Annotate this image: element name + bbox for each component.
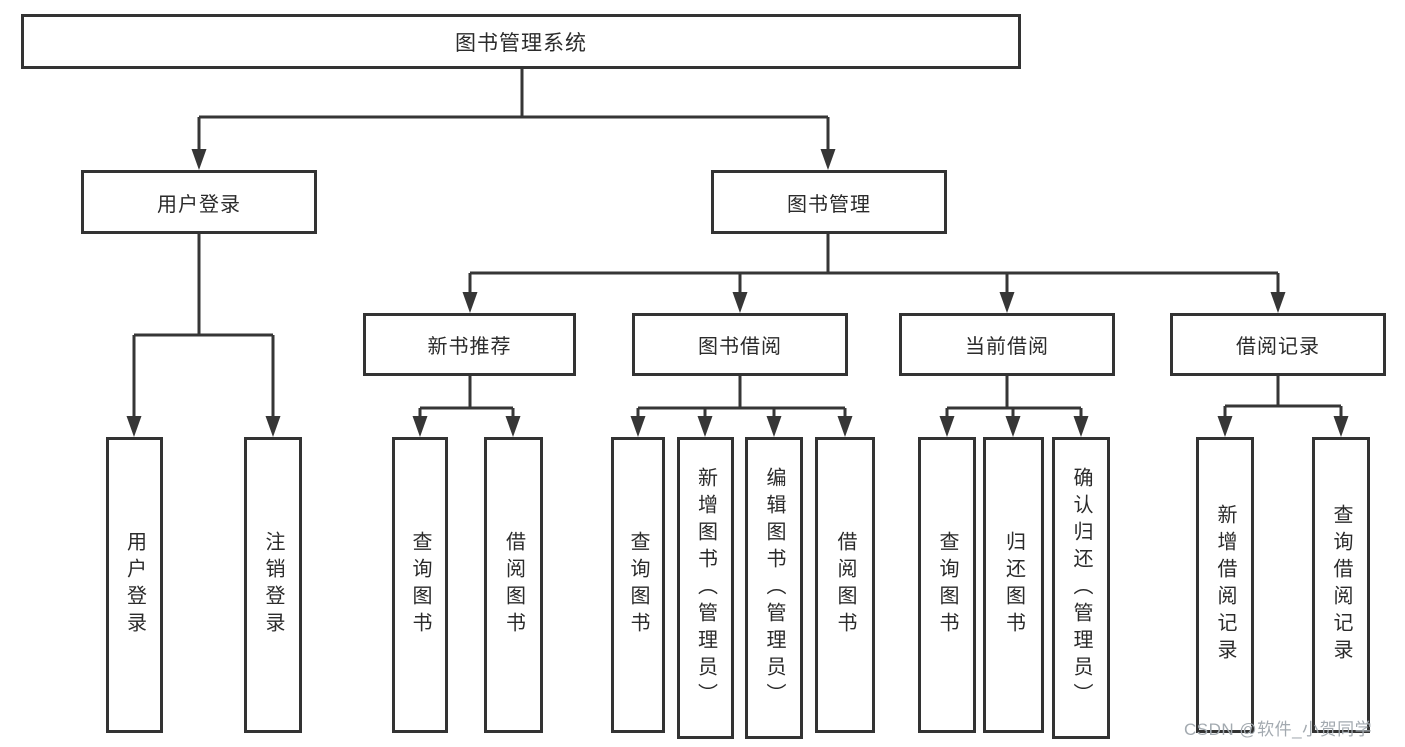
arrowhead-icon xyxy=(939,416,955,437)
connector-userlogin-to-leaves xyxy=(126,234,281,437)
arrowhead-icon xyxy=(505,416,521,437)
leaf-add-books-admin: 新增图书（管理员） xyxy=(677,437,734,739)
node-current-borrow: 当前借阅 xyxy=(899,313,1115,376)
arrowhead-icon xyxy=(191,149,207,170)
node-root-system: 图书管理系统 xyxy=(21,14,1021,69)
arrowhead-icon xyxy=(1005,416,1021,437)
arrowhead-icon xyxy=(837,416,853,437)
node-book-management-branch: 图书管理 xyxy=(711,170,947,234)
leaf-logout: 注销登录 xyxy=(244,437,302,733)
node-borrow-records: 借阅记录 xyxy=(1170,313,1386,376)
leaf-confirm-return-admin: 确认归还（管理员） xyxy=(1052,437,1110,739)
arrowhead-icon xyxy=(999,292,1015,313)
arrowhead-icon xyxy=(1217,416,1233,437)
arrowhead-icon xyxy=(265,416,281,437)
leaf-borrow-books-recommend: 借阅图书 xyxy=(484,437,543,733)
leaf-query-books-current: 查询图书 xyxy=(918,437,976,733)
leaf-borrow-books: 借阅图书 xyxy=(815,437,875,733)
arrowhead-icon xyxy=(766,416,782,437)
arrowhead-icon xyxy=(1073,416,1089,437)
connector-currentborrow-to-leaves xyxy=(939,376,1089,437)
arrowhead-icon xyxy=(697,416,713,437)
arrowhead-icon xyxy=(820,149,836,170)
leaf-query-books-borrow: 查询图书 xyxy=(611,437,665,733)
arrowhead-icon xyxy=(630,416,646,437)
connector-root-to-level2 xyxy=(191,69,836,170)
arrowhead-icon xyxy=(1270,292,1286,313)
arrowhead-icon xyxy=(1333,416,1349,437)
leaf-user-login: 用户登录 xyxy=(106,437,163,733)
connector-borrowrecords-to-leaves xyxy=(1217,376,1349,437)
leaf-add-borrow-record: 新增借阅记录 xyxy=(1196,437,1254,733)
csdn-watermark: CSDN @软件_小贺同学 xyxy=(1184,720,1373,739)
connector-newbookrec-to-leaves xyxy=(412,376,521,437)
leaf-query-books-recommend: 查询图书 xyxy=(392,437,448,733)
node-book-borrow: 图书借阅 xyxy=(632,313,848,376)
arrowhead-icon xyxy=(732,292,748,313)
connector-bookborrow-to-leaves xyxy=(630,376,853,437)
leaf-edit-books-admin: 编辑图书（管理员） xyxy=(745,437,803,739)
connector-bookmgmt-to-level3 xyxy=(462,234,1286,313)
arrowhead-icon xyxy=(462,292,478,313)
leaf-query-borrow-record: 查询借阅记录 xyxy=(1312,437,1370,733)
arrowhead-icon xyxy=(412,416,428,437)
node-new-book-recommend: 新书推荐 xyxy=(363,313,576,376)
node-user-login-branch: 用户登录 xyxy=(81,170,317,234)
arrowhead-icon xyxy=(126,416,142,437)
leaf-return-books: 归还图书 xyxy=(983,437,1044,733)
